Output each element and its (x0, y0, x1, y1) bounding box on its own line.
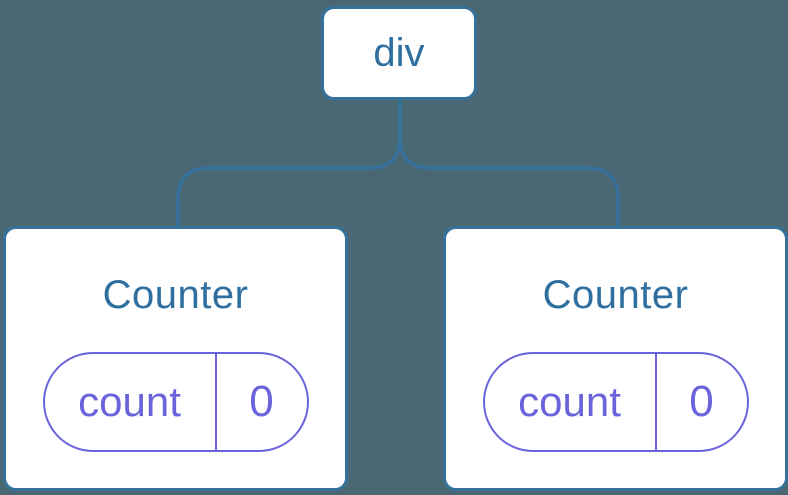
state-pill: count 0 (42, 352, 309, 452)
connector-left-branch (176, 98, 402, 231)
counter-card-left: Counter count 0 (3, 226, 348, 491)
counter-title: Counter (542, 273, 689, 317)
root-node-div: div (321, 6, 477, 100)
root-node-label: div (373, 30, 425, 75)
counter-card-right: Counter count 0 (443, 226, 788, 491)
connector-right-branch (398, 98, 620, 231)
state-pill: count 0 (482, 352, 749, 452)
state-value: 0 (249, 377, 274, 426)
counter-title: Counter (102, 273, 249, 317)
state-key: count (485, 354, 657, 450)
state-key: count (45, 354, 217, 450)
state-value: 0 (689, 377, 714, 426)
